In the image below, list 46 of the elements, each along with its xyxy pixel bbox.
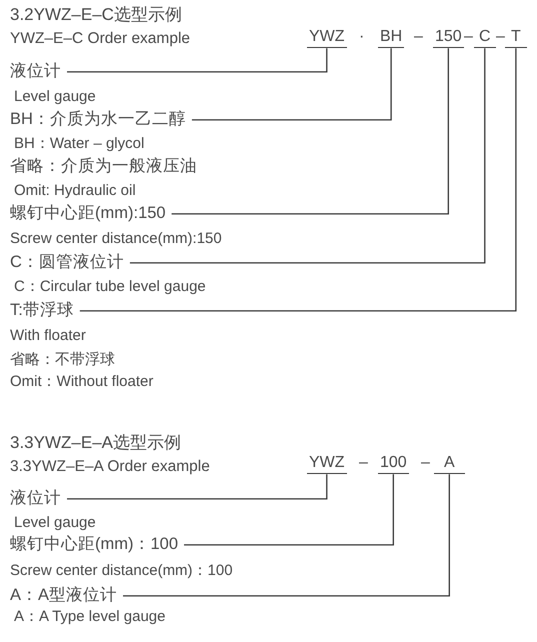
option-description: 液位计 [10,62,61,82]
model-code-segment: YWZ [307,27,347,48]
option-description: A：A型液位计 [10,586,118,606]
section-heading: 3.3YWZ–E–A选型示例 [10,433,181,454]
code-separator: – [464,27,473,46]
option-description: 液位计 [10,489,61,509]
code-separator: – [359,453,368,472]
leader-line [80,48,517,312]
option-description: 螺钉中心距(mm):150 [10,204,166,224]
section-subheading: YWZ–E–C Order example [10,30,190,49]
model-code-segment: 150 [433,27,464,48]
section-heading: 3.2YWZ–E–C选型示例 [10,5,182,26]
model-code-segment: C [474,27,496,48]
leader-line [130,48,486,264]
model-code-segment: YWZ [307,453,347,474]
leader-line [172,48,449,215]
code-separator: – [496,27,505,46]
leader-line [123,474,450,597]
note-text: Level gauge [14,88,96,106]
note-text: BH：Water – glycol [14,135,144,153]
option-description: T:带浮球 [10,301,74,321]
note-text: Omit：Without floater [10,373,154,391]
model-code-segment: T [505,27,527,48]
option-description: BH：介质为水一乙二醇 [10,110,186,130]
leader-line [192,48,392,121]
code-separator: – [421,453,430,472]
model-code-segment: A [434,453,465,474]
option-description: 螺钉中心距(mm)：100 [10,535,178,555]
note-text: 省略：介质为一般液压油 [10,157,197,177]
note-text: Level gauge [14,514,96,532]
model-code-segment: 100 [378,453,409,474]
option-description: C：圆管液位计 [10,253,124,273]
leader-line [67,474,328,500]
code-separator: · [359,27,364,46]
leader-line [184,474,394,546]
note-text: Screw center distance(mm)：100 [10,562,233,580]
model-code-segment: BH [378,27,404,48]
note-text: 省略：不带浮球 [10,351,115,369]
code-separator: – [414,27,423,46]
leader-line [67,48,328,73]
note-text: With floater [10,327,86,345]
note-text: C：Circular tube level gauge [14,278,206,296]
note-text: A：A Type level gauge [14,608,166,626]
section-subheading: 3.3YWZ–E–A Order example [10,458,210,477]
note-text: Screw center distance(mm):150 [10,230,222,248]
note-text: Omit: Hydraulic oil [14,182,136,200]
